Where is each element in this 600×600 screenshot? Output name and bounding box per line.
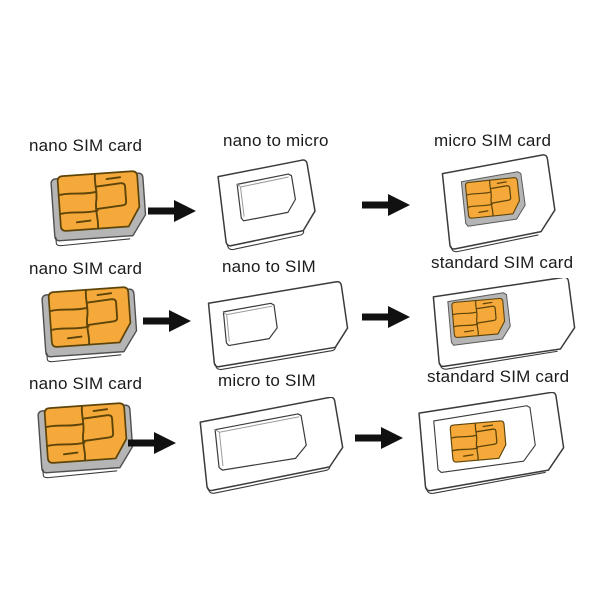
adapter-micro-hole — [214, 413, 307, 471]
micro-sim-card-icon — [441, 154, 556, 253]
adapter-label: micro to SIM — [218, 371, 316, 390]
arrow-right-icon — [148, 197, 198, 225]
source-card-label: nano SIM card — [29, 136, 143, 155]
nano-to-micro-adapter-icon — [217, 159, 316, 251]
result-card-label: standard SIM card — [427, 367, 570, 386]
nano-to-sim-adapter-icon — [207, 281, 349, 371]
adapter-hole-inner-edge — [223, 305, 273, 342]
arrow-right-icon — [128, 429, 178, 457]
adapter-frame-outline — [433, 405, 536, 473]
adapter-nano-hole — [236, 173, 297, 222]
standard-sim-card-icon — [418, 392, 565, 494]
result-card-label: standard SIM card — [431, 253, 574, 272]
adapter-depth-edge — [214, 347, 336, 371]
nano-sim-card-icon — [31, 400, 139, 482]
adapter-card-body — [207, 281, 349, 368]
arrow-right-icon — [355, 424, 405, 452]
nano-sim-card-icon — [35, 284, 143, 366]
adapter-hole-inner-edge — [214, 416, 300, 467]
arrow-right-icon — [143, 307, 193, 335]
adapter-nano-hole — [222, 302, 278, 347]
standard-sim-card-icon — [432, 278, 576, 370]
adapter-label: nano to micro — [223, 131, 329, 150]
adapter-hole-inner-edge — [236, 176, 289, 217]
source-card-label: nano SIM card — [29, 259, 143, 278]
card-depth-edge — [426, 471, 546, 494]
source-card-label: nano SIM card — [29, 374, 143, 393]
card-depth-edge — [450, 234, 539, 253]
adapter-label: nano to SIM — [222, 257, 316, 276]
result-card-label: micro SIM card — [434, 131, 552, 150]
adapter-depth-edge — [226, 230, 305, 251]
adapter-depth-edge — [207, 466, 331, 494]
arrow-right-icon — [362, 303, 412, 331]
nano-sim-card-icon — [44, 168, 152, 250]
card-depth-edge — [439, 350, 558, 370]
arrow-right-icon — [362, 191, 412, 219]
micro-to-sim-adapter-icon — [199, 397, 344, 494]
